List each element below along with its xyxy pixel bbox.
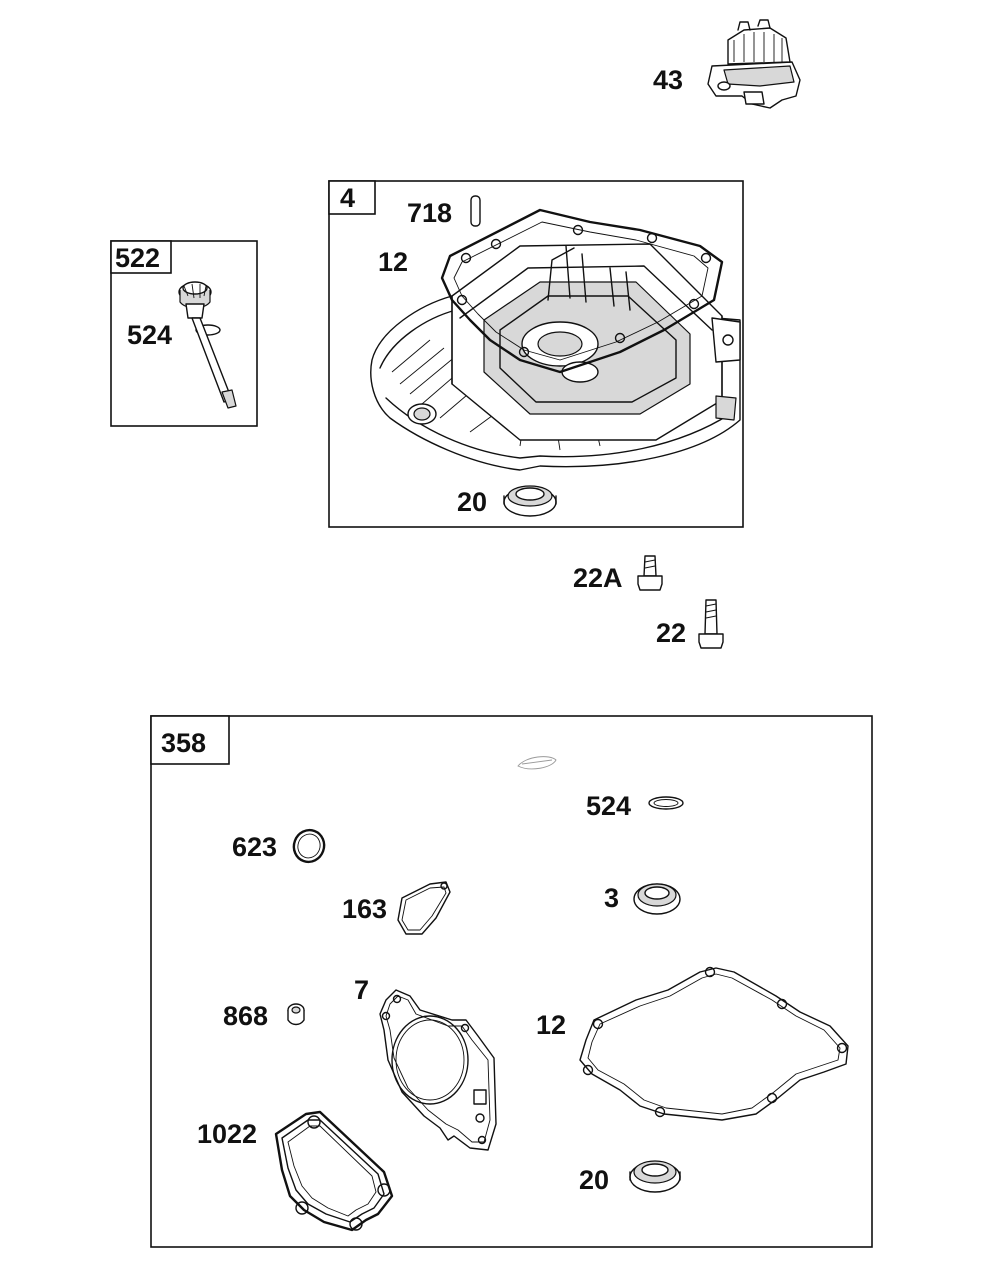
cover-gasket-part[interactable] bbox=[440, 208, 724, 374]
dipstick-assembly-box: 522 bbox=[110, 240, 258, 427]
label-7: 7 bbox=[354, 975, 369, 1005]
kit-sump-gasket-part[interactable] bbox=[579, 966, 849, 1121]
label-kit-524: 524 bbox=[586, 791, 631, 821]
label-12: 12 bbox=[378, 247, 408, 277]
label-623: 623 bbox=[232, 832, 277, 862]
label-1022: 1022 bbox=[197, 1119, 257, 1149]
dipstick-part[interactable] bbox=[178, 281, 237, 409]
label-20: 20 bbox=[457, 487, 487, 517]
label-kit-12: 12 bbox=[536, 1010, 566, 1040]
faint-gasket-sketch bbox=[517, 756, 557, 770]
label-3: 3 bbox=[604, 883, 619, 913]
screw-long-part[interactable] bbox=[698, 599, 724, 649]
crankcase-cover-part[interactable] bbox=[370, 243, 741, 471]
gasket-set-box: 358 bbox=[150, 715, 873, 1248]
box-label-4: 4 bbox=[340, 183, 355, 213]
label-22a: 22A bbox=[573, 563, 623, 593]
cover-oil-seal-part[interactable] bbox=[503, 485, 557, 517]
kit-plug-part[interactable] bbox=[287, 1003, 305, 1026]
label-524: 524 bbox=[127, 320, 172, 350]
kit-gasket-163-part[interactable] bbox=[397, 881, 451, 935]
label-kit-20: 20 bbox=[579, 1165, 609, 1195]
kit-head-gasket-part[interactable] bbox=[379, 989, 497, 1151]
kit-valve-cover-gasket-part[interactable] bbox=[274, 1110, 394, 1232]
dowel-pin-part[interactable] bbox=[470, 195, 481, 227]
kit-o-ring-large-part[interactable] bbox=[289, 826, 328, 866]
label-43: 43 bbox=[653, 65, 683, 95]
label-868: 868 bbox=[223, 1001, 268, 1031]
box-label-522: 522 bbox=[115, 243, 160, 273]
screw-short-part[interactable] bbox=[637, 555, 663, 591]
kit-seal-3-part[interactable] bbox=[633, 883, 681, 915]
label-22: 22 bbox=[656, 618, 686, 648]
governor-gear-part[interactable] bbox=[707, 19, 801, 109]
crankcase-cover-box: 4 bbox=[328, 180, 744, 528]
kit-o-ring-part[interactable] bbox=[648, 796, 684, 810]
label-163: 163 bbox=[342, 894, 387, 924]
box-label-358: 358 bbox=[161, 728, 206, 758]
label-718: 718 bbox=[407, 198, 452, 228]
kit-oil-seal-part[interactable] bbox=[629, 1160, 681, 1193]
